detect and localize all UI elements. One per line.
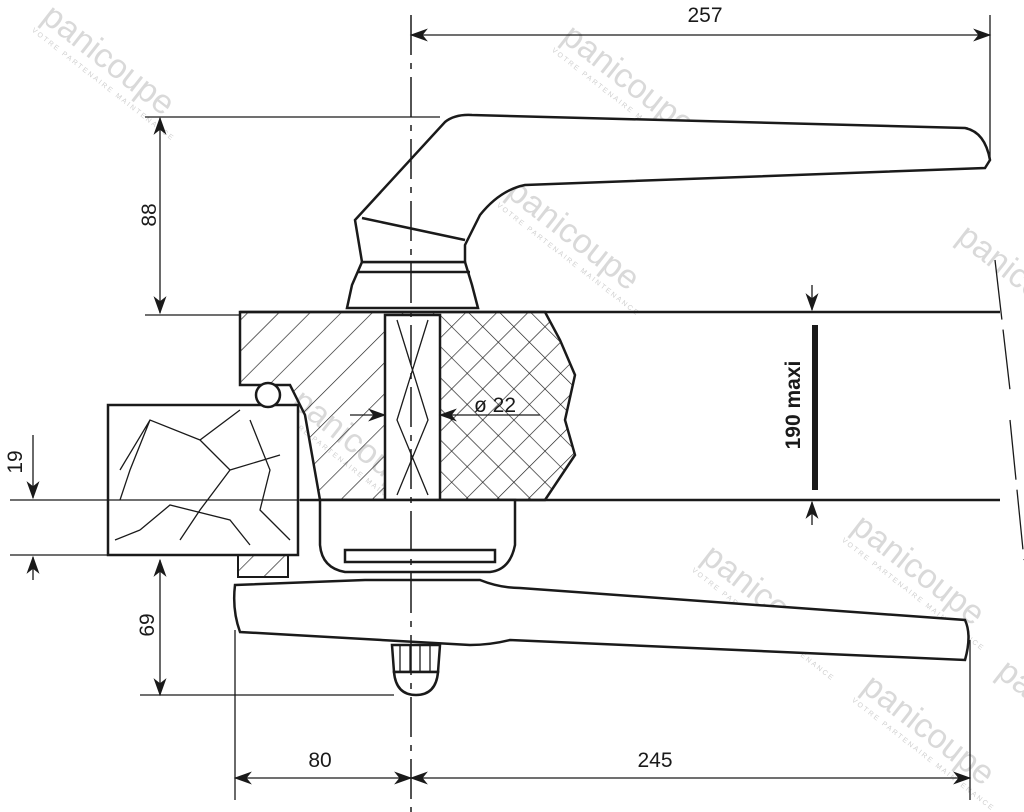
upper-handle bbox=[345, 113, 992, 310]
svg-text:panicoupe: panicoupe bbox=[500, 171, 647, 298]
dim-88: 88 bbox=[138, 203, 161, 226]
dimension-lines bbox=[10, 15, 992, 800]
dim-80: 80 bbox=[308, 749, 331, 772]
door-thickness-bar bbox=[812, 325, 818, 490]
dim-19: 19 bbox=[4, 450, 27, 473]
dim-245: 245 bbox=[637, 749, 672, 772]
svg-text:panicoupe: panicoupe bbox=[35, 0, 182, 123]
svg-text:panicoupe: panicoupe bbox=[855, 666, 1002, 793]
lower-handle bbox=[232, 498, 970, 697]
dim-diameter-22: ø 22 bbox=[474, 394, 516, 417]
dim-190-maxi: 190 maxi bbox=[782, 361, 805, 450]
svg-text:panicoupe: panicoupe bbox=[950, 216, 1024, 343]
frame-block bbox=[106, 381, 300, 578]
dim-69: 69 bbox=[136, 613, 159, 636]
dim-257: 257 bbox=[687, 4, 722, 27]
